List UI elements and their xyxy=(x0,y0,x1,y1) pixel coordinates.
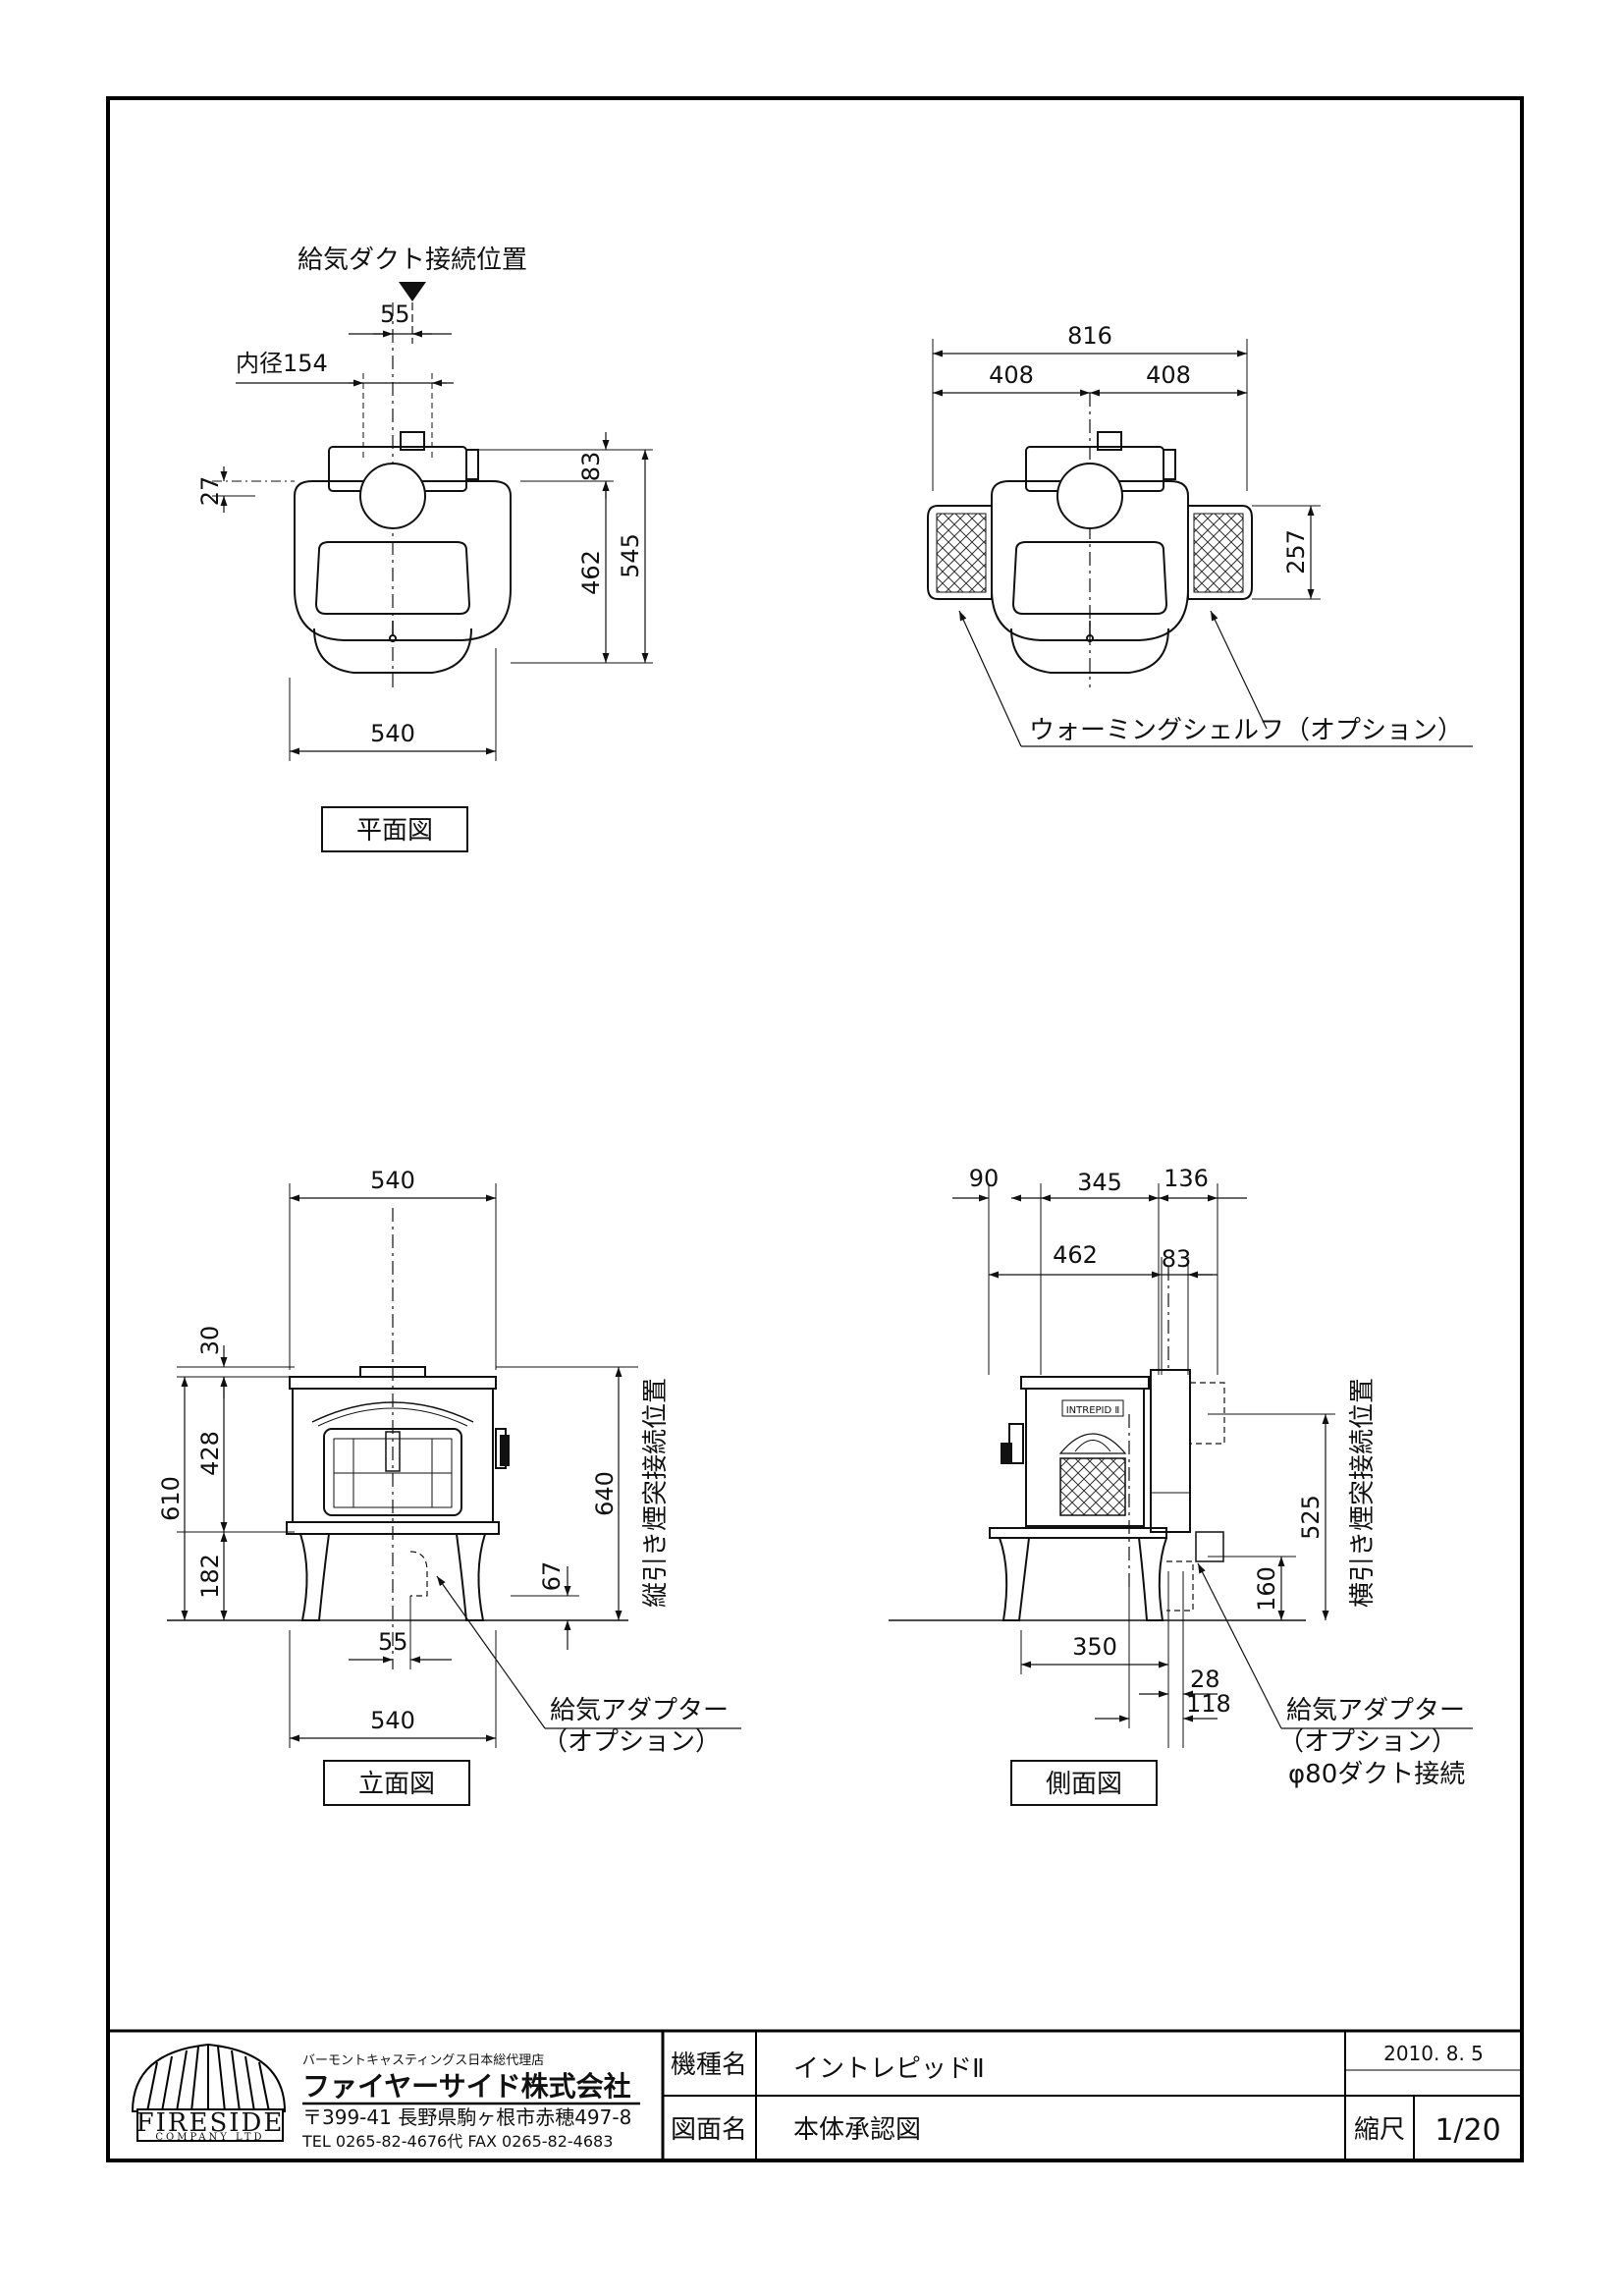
side-dim-525: 525 xyxy=(1297,1495,1325,1540)
front-dim-610: 610 xyxy=(157,1476,185,1521)
option-dim-408-left: 408 xyxy=(989,361,1034,389)
plan-dim-545: 545 xyxy=(617,533,644,578)
scale-value: 1/20 xyxy=(1435,2113,1500,2148)
plan-option-view: 816 408 408 257 ウォーミングシェルフ（オプション） xyxy=(927,322,1473,747)
side-dim-345: 345 xyxy=(1077,1169,1122,1196)
plan-dim-540: 540 xyxy=(370,720,415,747)
company-name: ファイヤーサイド株式会社 xyxy=(302,2070,631,2103)
side-adapter-duct: φ80ダクト接続 xyxy=(1288,1760,1465,1789)
side-dim-350: 350 xyxy=(1072,1633,1117,1661)
scale-label: 縮尺 xyxy=(1354,2115,1405,2145)
drawing-label: 図面名 xyxy=(671,2115,747,2145)
logo-sub-text: COMPANY LTD xyxy=(155,2132,264,2143)
drawing-date: 2010. 8. 5 xyxy=(1383,2042,1484,2065)
side-dim-90: 90 xyxy=(969,1165,1000,1192)
supply-duct-marker-icon xyxy=(399,282,426,301)
side-horizontal-flue-stub xyxy=(1189,1382,1225,1445)
side-stove-body xyxy=(1025,1388,1145,1527)
warming-shelf-right xyxy=(1187,505,1253,600)
plan-inner-diameter: 内径154 xyxy=(236,350,328,377)
plan-door-outline xyxy=(314,541,471,615)
front-view: 540 30 428 182 610 xyxy=(157,1167,741,1806)
front-dim-540-top: 540 xyxy=(370,1167,415,1194)
logo-brand-text: FIRESIDE xyxy=(136,2108,285,2138)
plan-flue-circle xyxy=(359,463,426,529)
front-door xyxy=(323,1428,462,1516)
plan-dim-83: 83 xyxy=(577,452,605,482)
company-tel-fax: TEL 0265-82-4676代 FAX 0265-82-4683 xyxy=(301,2132,613,2151)
front-dim-182: 182 xyxy=(196,1554,224,1599)
warming-shelf-left xyxy=(927,505,993,600)
front-vertical-flue-label: 縦引き煙突接続位置 xyxy=(641,1378,671,1608)
front-leg-left xyxy=(299,1533,330,1621)
fireside-logo: FIRESIDE COMPANY LTD xyxy=(131,2043,287,2143)
front-dim-67: 67 xyxy=(538,1561,566,1592)
front-leg-right xyxy=(456,1533,486,1621)
side-adapter-option: （オプション） xyxy=(1278,1727,1457,1757)
sheet-border xyxy=(106,96,1524,2162)
side-dim-118: 118 xyxy=(1186,1690,1231,1718)
model-label: 機種名 xyxy=(671,2050,747,2080)
supply-duct-label: 給気ダクト接続位置 xyxy=(298,246,527,275)
plan-dim-55: 55 xyxy=(380,301,410,328)
front-adapter-label: 給気アダプター xyxy=(550,1696,729,1725)
side-rear-flue xyxy=(1150,1369,1191,1533)
title-block: FIRESIDE COMPANY LTD バーモントキャスティングス日本総代理店… xyxy=(106,2029,1524,2162)
side-dim-83: 83 xyxy=(1162,1245,1192,1273)
side-dim-136: 136 xyxy=(1164,1165,1209,1192)
side-horizontal-flue-label: 横引き煙突接続位置 xyxy=(1348,1378,1378,1608)
drawing-value: 本体承認図 xyxy=(793,2115,921,2145)
plan-dim-462: 462 xyxy=(577,550,605,595)
plan-dim-27: 27 xyxy=(196,476,224,507)
side-dim-160: 160 xyxy=(1253,1566,1280,1612)
option-dim-257: 257 xyxy=(1282,529,1310,574)
plan-view-title: 平面図 xyxy=(356,816,433,846)
front-dim-30: 30 xyxy=(196,1326,224,1356)
agency-text: バーモントキャスティングス日本総代理店 xyxy=(302,2053,544,2068)
front-dim-540-bottom: 540 xyxy=(370,1707,415,1734)
side-view-title: 側面図 xyxy=(1046,1770,1122,1799)
front-dim-640: 640 xyxy=(591,1471,619,1516)
side-dim-28: 28 xyxy=(1190,1666,1220,1693)
option-dim-408-right: 408 xyxy=(1146,361,1191,389)
front-view-title: 立面図 xyxy=(358,1770,435,1799)
side-view: 90 345 136 462 83 INTREPID Ⅱ xyxy=(889,1165,1473,1806)
model-value: イントレピッドⅡ xyxy=(793,2054,985,2084)
plan-view: 給気ダクト接続位置 55 内径154 27 xyxy=(196,246,653,852)
option-dim-816: 816 xyxy=(1067,322,1112,350)
warming-shelf-label: ウォーミングシェルフ（オプション） xyxy=(1029,716,1463,745)
side-nameplate: INTREPID Ⅱ xyxy=(1066,1405,1120,1416)
plan-stove-top xyxy=(294,480,512,641)
company-address: 〒399-41 長野県駒ヶ根市赤穂497-8 xyxy=(302,2105,631,2129)
side-glass-panel xyxy=(1059,1457,1126,1516)
front-dim-55: 55 xyxy=(378,1628,408,1656)
front-adapter-option: （オプション） xyxy=(542,1727,721,1757)
side-adapter-label: 給気アダプター xyxy=(1286,1696,1465,1725)
side-dim-462: 462 xyxy=(1053,1241,1098,1269)
front-dim-428: 428 xyxy=(196,1431,224,1476)
